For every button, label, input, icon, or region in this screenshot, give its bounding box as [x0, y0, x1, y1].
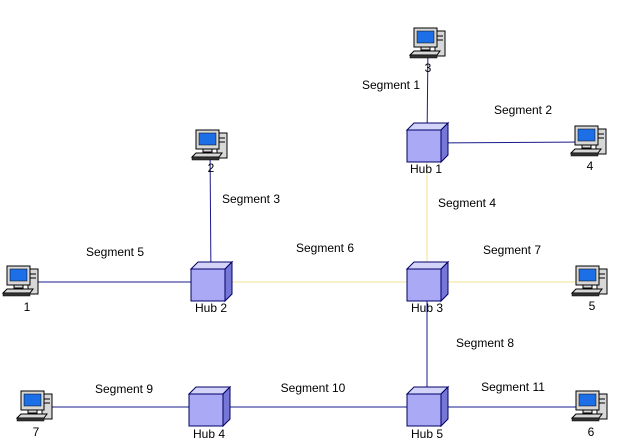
hub-4[interactable] [187, 385, 232, 428]
keyboard [15, 413, 48, 419]
segment-label-6: Segment 6 [296, 241, 354, 255]
hub-5[interactable] [405, 385, 450, 428]
segment-label-8: Segment 8 [456, 336, 514, 350]
hub-front-face [188, 393, 224, 427]
computer-1[interactable] [1, 265, 39, 297]
hub-side-face [440, 385, 449, 428]
segment-label-2: Segment 2 [494, 103, 552, 117]
computer-icon [569, 125, 607, 157]
hub-front-face [190, 268, 226, 302]
hub-side-face [440, 260, 449, 303]
keyboard [190, 152, 223, 158]
computer-icon [1, 265, 39, 297]
hub-label: Hub 2 [195, 301, 227, 315]
monitor-screen [416, 30, 435, 44]
segment-label-10: Segment 10 [281, 381, 346, 395]
hub-1[interactable] [405, 121, 450, 164]
hub-side-face [440, 121, 449, 164]
keyboard [570, 288, 603, 294]
hub-2[interactable] [189, 260, 234, 303]
keyboard [408, 50, 441, 56]
computer-icon [408, 27, 446, 59]
hub-3[interactable] [405, 260, 450, 303]
hub-front-face [406, 268, 442, 302]
computer-label: 5 [589, 299, 596, 313]
computer-4[interactable] [569, 125, 607, 157]
segment-label-4: Segment 4 [438, 196, 496, 210]
keyboard [569, 148, 602, 154]
computer-label: 2 [208, 161, 215, 175]
hub-label: Hub 1 [410, 162, 442, 176]
computer-label: 6 [588, 425, 595, 439]
computer-7[interactable] [15, 390, 53, 422]
computer-label: 7 [33, 425, 40, 439]
segment-label-5: Segment 5 [86, 245, 144, 259]
monitor-screen [198, 132, 217, 146]
hub-side-face [222, 385, 231, 428]
computer-5[interactable] [570, 265, 608, 297]
segment-line-3 [209, 145, 212, 283]
monitor-screen [578, 393, 597, 407]
segment-label-11: Segment 11 [481, 380, 545, 394]
computer-icon [570, 390, 608, 422]
hub-label: Hub 3 [411, 301, 443, 315]
keyboard [1, 288, 34, 294]
segment-label-1: Segment 1 [362, 78, 420, 92]
computer-6[interactable] [570, 390, 608, 422]
monitor-screen [577, 128, 596, 142]
computer-icon [190, 129, 228, 161]
segment-label-9: Segment 9 [95, 382, 153, 396]
segment-lines [21, 43, 590, 408]
segment-label-3: Segment 3 [222, 192, 280, 206]
computer-label: 1 [24, 300, 31, 314]
hub-side-face [224, 260, 233, 303]
keyboard [570, 413, 603, 419]
segment-line-2 [426, 141, 590, 144]
network-nodes: Hub 1 Hub 2 Hub 3 Hub 4 Hub 5 1 2 3 4 5 6 7 [1, 27, 608, 441]
hub-front-face [406, 129, 442, 163]
computer-3[interactable] [408, 27, 446, 59]
monitor-screen [9, 268, 28, 282]
segment-labels: Segment 1 Segment 2 Segment 3 Segment 4 Segm… [86, 78, 552, 396]
hub-label: Hub 4 [193, 427, 225, 441]
hub-front-face [406, 393, 442, 427]
segment-label-7: Segment 7 [483, 243, 541, 257]
hub-label: Hub 5 [411, 427, 443, 441]
computer-label: 4 [587, 159, 594, 173]
computer-icon [570, 265, 608, 297]
computer-2[interactable] [190, 129, 228, 161]
computer-label: 3 [425, 61, 432, 75]
monitor-screen [23, 393, 42, 407]
monitor-screen [578, 268, 597, 282]
computer-icon [15, 390, 53, 422]
